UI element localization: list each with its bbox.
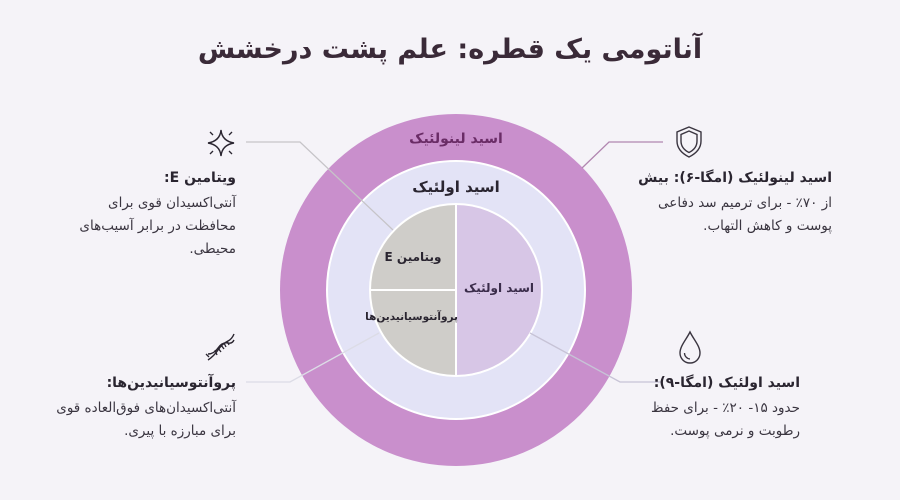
core-right-label: اسید اولئیک bbox=[463, 281, 535, 295]
callout-line: حدود ۱۵- ۲۰٪ - برای حفظ bbox=[651, 400, 800, 416]
callout-line: آنتی‌اکسیدان قوی برای bbox=[108, 195, 236, 211]
core-top-left-label: ویتامین E bbox=[384, 250, 442, 264]
callout-linoleic: اسید لینولئیک (امگا-۶): بیش از ۷۰٪ - برا… bbox=[638, 170, 832, 238]
callout-vitamin-e: ویتامین E: آنتی‌اکسیدان قوی برای محافظت … bbox=[60, 170, 236, 261]
dna-icon bbox=[205, 333, 235, 361]
core-circle bbox=[369, 203, 543, 377]
callout-oleic: اسید اولئیک (امگا-۹): حدود ۱۵- ۲۰٪ - برا… bbox=[640, 375, 800, 443]
shield-icon bbox=[676, 126, 702, 158]
callout-heading: ویتامین E: bbox=[164, 170, 236, 186]
callout-heading: اسید لینولئیک (امگا-۶): بیش bbox=[638, 170, 832, 186]
callout-line: محافظت در برابر آسیب‌های bbox=[79, 218, 236, 234]
callout-heading: اسید اولئیک (امگا-۹): bbox=[653, 375, 800, 391]
callout-line: از ۷۰٪ - برای ترمیم سد دفاعی bbox=[658, 195, 832, 211]
callout-heading: پروآنتوسیانیدین‌ها: bbox=[106, 375, 236, 391]
middle-ring-label: اسید اولئیک bbox=[412, 178, 500, 196]
callout-line: پوست و کاهش التهاب. bbox=[703, 218, 832, 234]
callout-proanthocyanidins: پروآنتوسیانیدین‌ها: آنتی‌اکسیدان‌های فوق… bbox=[40, 375, 236, 443]
callout-line: رطوبت و نرمی پوست. bbox=[670, 423, 800, 439]
core-bottom-left-label: پروآنتوسیانیدین‌ها bbox=[365, 311, 458, 323]
callout-line: آنتی‌اکسیدان‌های فوق‌العاده قوی bbox=[56, 400, 236, 416]
sparkle-icon bbox=[207, 129, 235, 157]
connector-proanthocyanidins bbox=[246, 332, 380, 383]
callout-line: محیطی. bbox=[189, 241, 236, 257]
droplet-icon bbox=[679, 330, 701, 364]
connector-vitamin-e bbox=[246, 141, 394, 231]
callout-line: برای مبارزه با پیری. bbox=[124, 423, 236, 439]
connector-oleic bbox=[529, 332, 663, 383]
connector-linoleic bbox=[581, 141, 663, 169]
outer-ring-label: اسید لینولئیک bbox=[409, 131, 503, 147]
page-title: آناتومی یک قطره: علم پشت درخشش bbox=[197, 34, 703, 65]
